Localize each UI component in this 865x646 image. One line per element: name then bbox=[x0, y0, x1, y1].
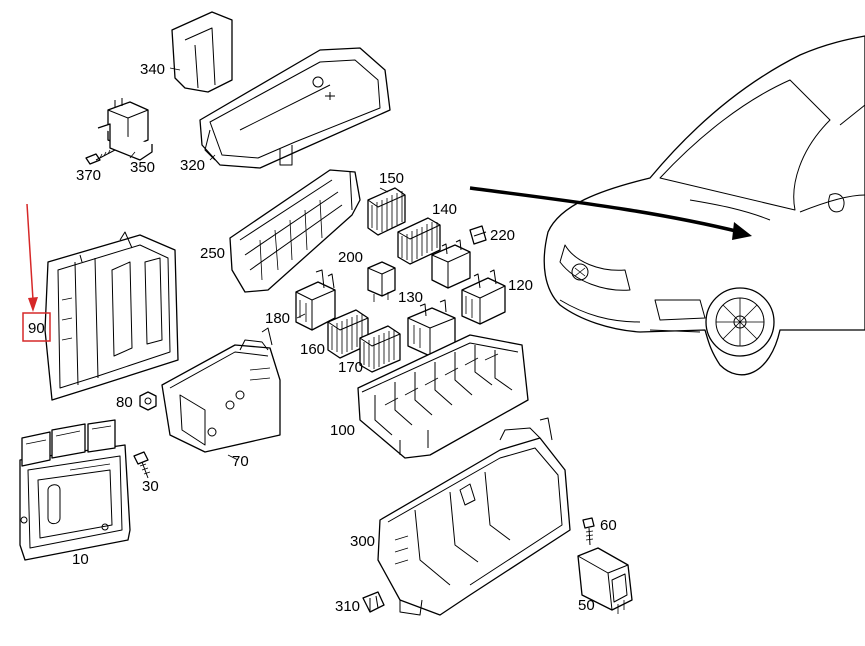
label-170: 170 bbox=[338, 359, 363, 376]
pointer-arrowhead bbox=[732, 222, 752, 240]
label-200: 200 bbox=[338, 249, 363, 266]
label-320: 320 bbox=[180, 157, 205, 174]
label-30: 30 bbox=[142, 478, 159, 495]
label-60: 60 bbox=[600, 517, 617, 534]
part-350-relay bbox=[97, 98, 153, 161]
label-100: 100 bbox=[330, 422, 355, 439]
part-30-screw bbox=[133, 451, 151, 479]
label-310: 310 bbox=[335, 598, 360, 615]
part-300-housing bbox=[377, 417, 571, 616]
label-370: 370 bbox=[76, 167, 101, 184]
part-90-cover bbox=[44, 231, 179, 401]
label-50: 50 bbox=[578, 597, 595, 614]
label-140: 140 bbox=[432, 201, 457, 218]
part-120-socket bbox=[461, 269, 506, 325]
label-220: 220 bbox=[490, 227, 515, 244]
part-140-fuse-block bbox=[397, 217, 441, 265]
part-310-clip bbox=[362, 591, 385, 613]
part-200-relay bbox=[367, 261, 396, 302]
highlight-box bbox=[22, 312, 51, 342]
part-370-screw bbox=[85, 149, 116, 165]
part-250-fuse-carrier bbox=[229, 169, 361, 293]
label-90: 90 bbox=[28, 320, 45, 337]
part-180-socket bbox=[295, 269, 336, 331]
label-350: 350 bbox=[130, 159, 155, 176]
label-70: 70 bbox=[232, 453, 249, 470]
part-150-fuse-block bbox=[367, 187, 406, 236]
part-60-screw bbox=[582, 517, 595, 546]
car-outline bbox=[543, 35, 865, 376]
label-300: 300 bbox=[350, 533, 375, 550]
label-150: 150 bbox=[379, 170, 404, 187]
highlight-arrowhead bbox=[28, 297, 38, 312]
part-340-bracket bbox=[171, 11, 233, 93]
label-120: 120 bbox=[508, 277, 533, 294]
label-180: 180 bbox=[265, 310, 290, 327]
part-70-module bbox=[161, 327, 281, 453]
part-socket-center bbox=[431, 239, 471, 289]
part-80-nut bbox=[139, 391, 157, 411]
label-10: 10 bbox=[72, 551, 89, 568]
part-10-control-unit bbox=[19, 419, 131, 561]
label-340: 340 bbox=[140, 61, 165, 78]
part-100-fuse-box-base bbox=[357, 334, 529, 459]
pointer-arrow bbox=[469, 186, 741, 234]
part-170-fuse-block bbox=[359, 325, 401, 373]
label-250: 250 bbox=[200, 245, 225, 262]
highlight-arrow-line bbox=[26, 203, 34, 301]
part-130-socket bbox=[407, 299, 456, 357]
part-320-cover bbox=[199, 47, 391, 169]
label-130: 130 bbox=[398, 289, 423, 306]
part-50-relay bbox=[577, 547, 633, 614]
label-160: 160 bbox=[300, 341, 325, 358]
label-80: 80 bbox=[116, 394, 133, 411]
part-220-fuse bbox=[469, 225, 487, 245]
